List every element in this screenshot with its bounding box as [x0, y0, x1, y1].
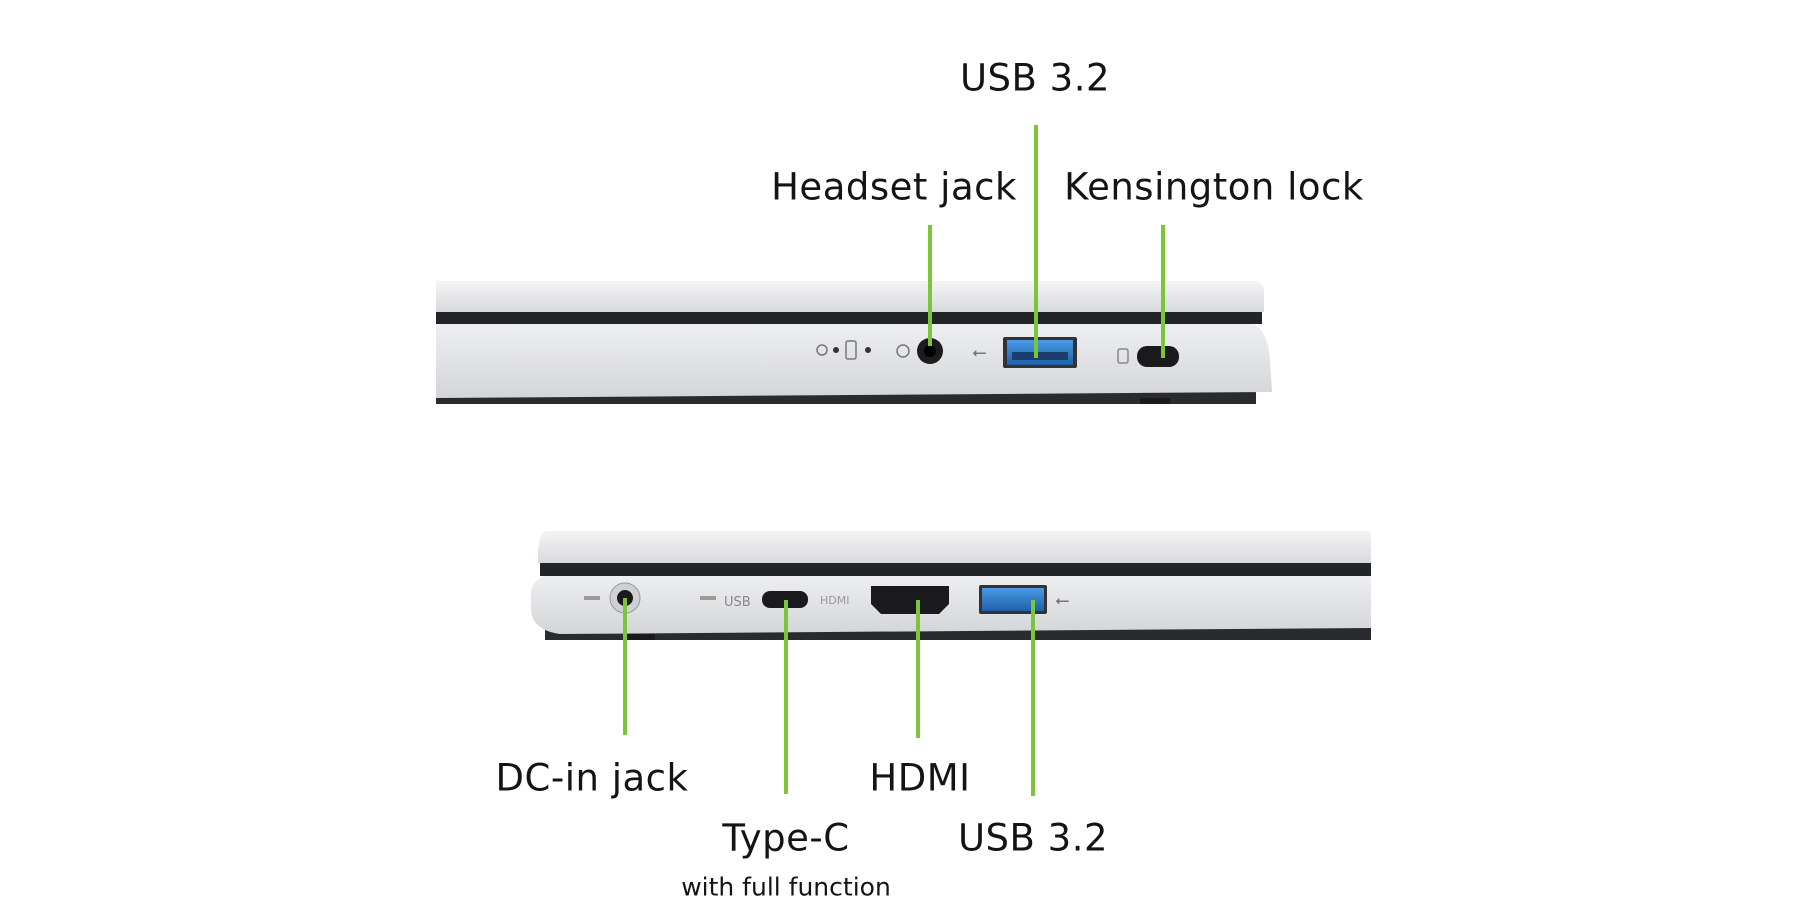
lock-icon: [1117, 348, 1129, 364]
power-icon: [700, 596, 716, 600]
laptop-left-side: USB HDMI ⭠: [531, 531, 1371, 640]
headset-jack: [896, 338, 943, 364]
label-hdmi: HDMI: [869, 756, 971, 800]
hdmi-port: HDMI: [820, 586, 949, 614]
laptop-lid: [537, 531, 1371, 563]
label-kensington-lock: Kensington lock: [1064, 165, 1364, 209]
laptop-base: [531, 575, 1371, 634]
headset-icon: [896, 344, 910, 358]
label-dc-in-jack: DC-in jack: [495, 756, 689, 800]
usb-icon: ⭠: [972, 342, 986, 363]
label-type-c-sub: with full function: [681, 872, 891, 902]
usb-type-c-port: USB: [700, 591, 808, 610]
label-usb-bottom: USB 3.2: [957, 816, 1109, 860]
label-headset-jack: Headset jack: [771, 165, 1017, 209]
usb-a-port-top: ⭠: [972, 337, 1077, 368]
power-icon: [584, 596, 600, 600]
kensington-lock-slot: [1117, 346, 1179, 367]
usb-a-port-bottom: ⭠: [979, 585, 1069, 614]
label-usb-top: USB 3.2: [959, 56, 1111, 100]
usb-logo-icon: USB: [724, 595, 751, 610]
callout-lines: [623, 125, 1165, 796]
laptop-right-side: ⭠: [436, 281, 1272, 404]
hdmi-icon: HDMI: [820, 594, 849, 607]
usb-icon: ⭠: [1055, 590, 1069, 611]
label-type-c: Type-C: [722, 816, 850, 860]
status-led-icons: [816, 340, 871, 360]
laptop-lid: [436, 281, 1264, 312]
